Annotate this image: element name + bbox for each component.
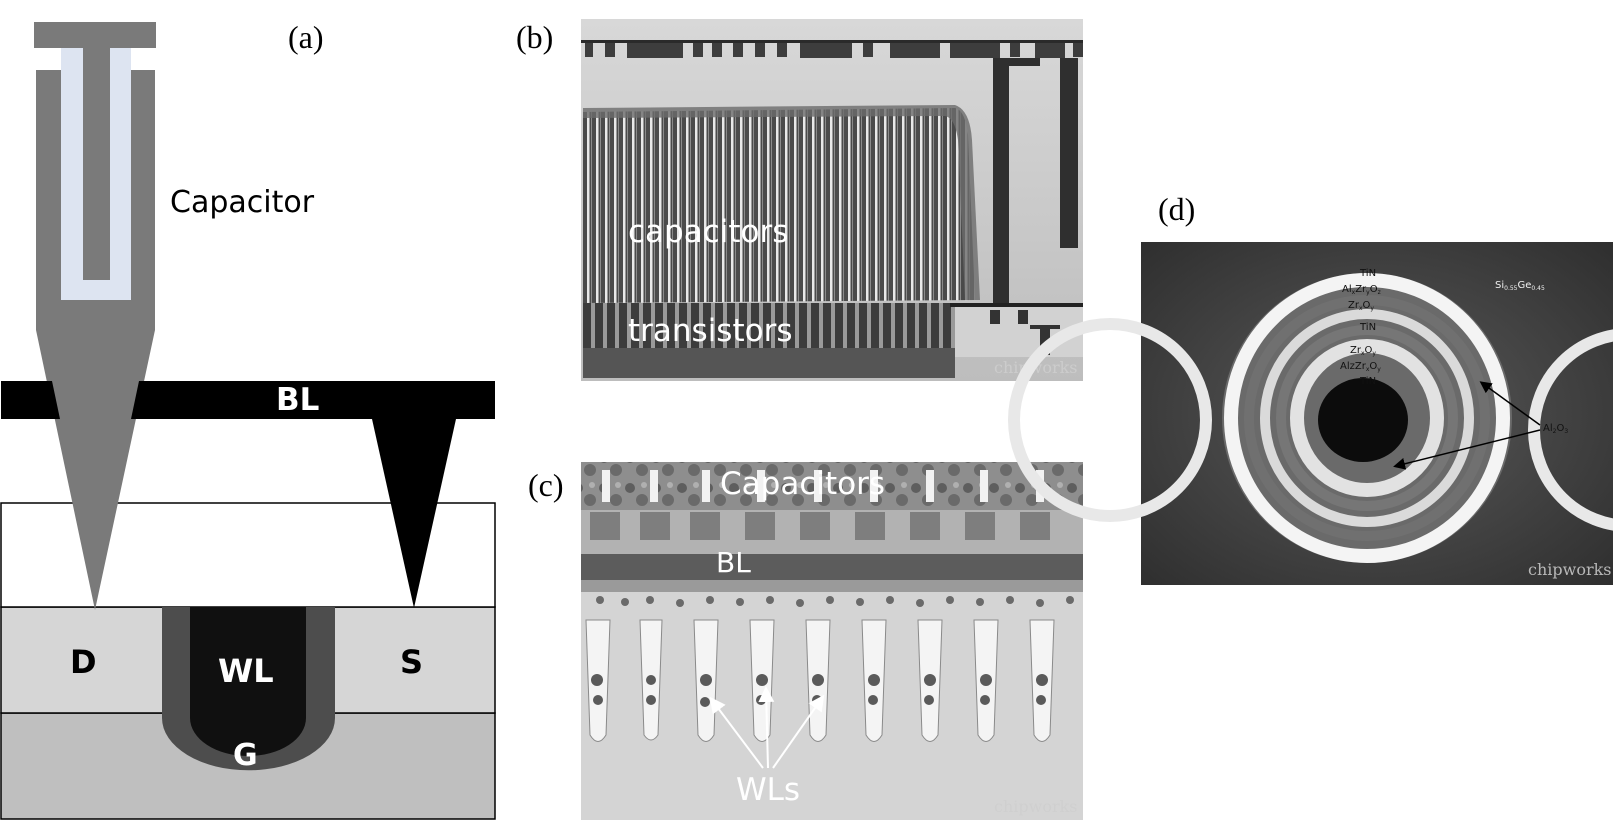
panel-c-label: (c) — [528, 467, 564, 503]
periphery-contact-2 — [1018, 310, 1028, 324]
gate-label: G — [233, 738, 258, 773]
bitline-band-c — [581, 554, 1083, 580]
periphery-contact-1 — [990, 310, 1000, 324]
wordlines-label-c: WLs — [736, 772, 800, 808]
capacitor-inner-electrode — [83, 48, 110, 280]
wordline-label: WL — [218, 652, 274, 690]
panel-b-label: (b) — [516, 19, 553, 55]
capacitor-label: Capacitor — [170, 185, 315, 220]
panel-b: (b) — [516, 19, 1083, 381]
source-label: S — [400, 643, 423, 681]
layer-tin-3: TiN — [1359, 376, 1376, 387]
via-1 — [993, 58, 1009, 308]
bitline-band-c-light — [581, 580, 1083, 592]
layer-alzro-2: AlzZrxOy — [1340, 361, 1381, 373]
watermark-c: chipworks — [994, 797, 1078, 816]
via-2 — [1060, 58, 1078, 248]
bitline-label: BL — [276, 382, 319, 418]
transistors-label-b: transistors — [628, 313, 792, 349]
capacitor-stem — [83, 22, 110, 72]
capacitor-array-b — [583, 108, 975, 303]
layer-tin-2: TiN — [1359, 322, 1376, 333]
panel-c: (c) — [528, 462, 1083, 820]
watermark-d: chipworks — [1528, 560, 1612, 579]
capacitors-label-b: capacitors — [628, 214, 788, 250]
bitline-label-c: BL — [716, 546, 751, 579]
core-void — [1318, 378, 1408, 462]
layer-alzro-1: AlxZryOz — [1342, 284, 1381, 296]
panel-a-label: (a) — [288, 19, 324, 55]
layer-tin-1: TiN — [1359, 268, 1376, 279]
transistor-row-dark — [583, 348, 955, 378]
landing-pads — [590, 512, 1050, 540]
periphery-contact-4 — [1030, 325, 1060, 329]
via-3 — [1000, 58, 1040, 66]
panel-d: (d) TiN AlxZryOz ZrxOy TiN ZrxOy AlzZrxO… — [1014, 191, 1613, 585]
capacitor-contact — [52, 381, 139, 419]
panel-a: (a) Capacitor BL D S WL G — [1, 19, 495, 819]
panel-d-label: (d) — [1158, 191, 1195, 227]
capacitors-label-c: Capacitors — [720, 466, 885, 502]
periphery-line — [950, 303, 1083, 307]
drain-label: D — [70, 643, 97, 681]
